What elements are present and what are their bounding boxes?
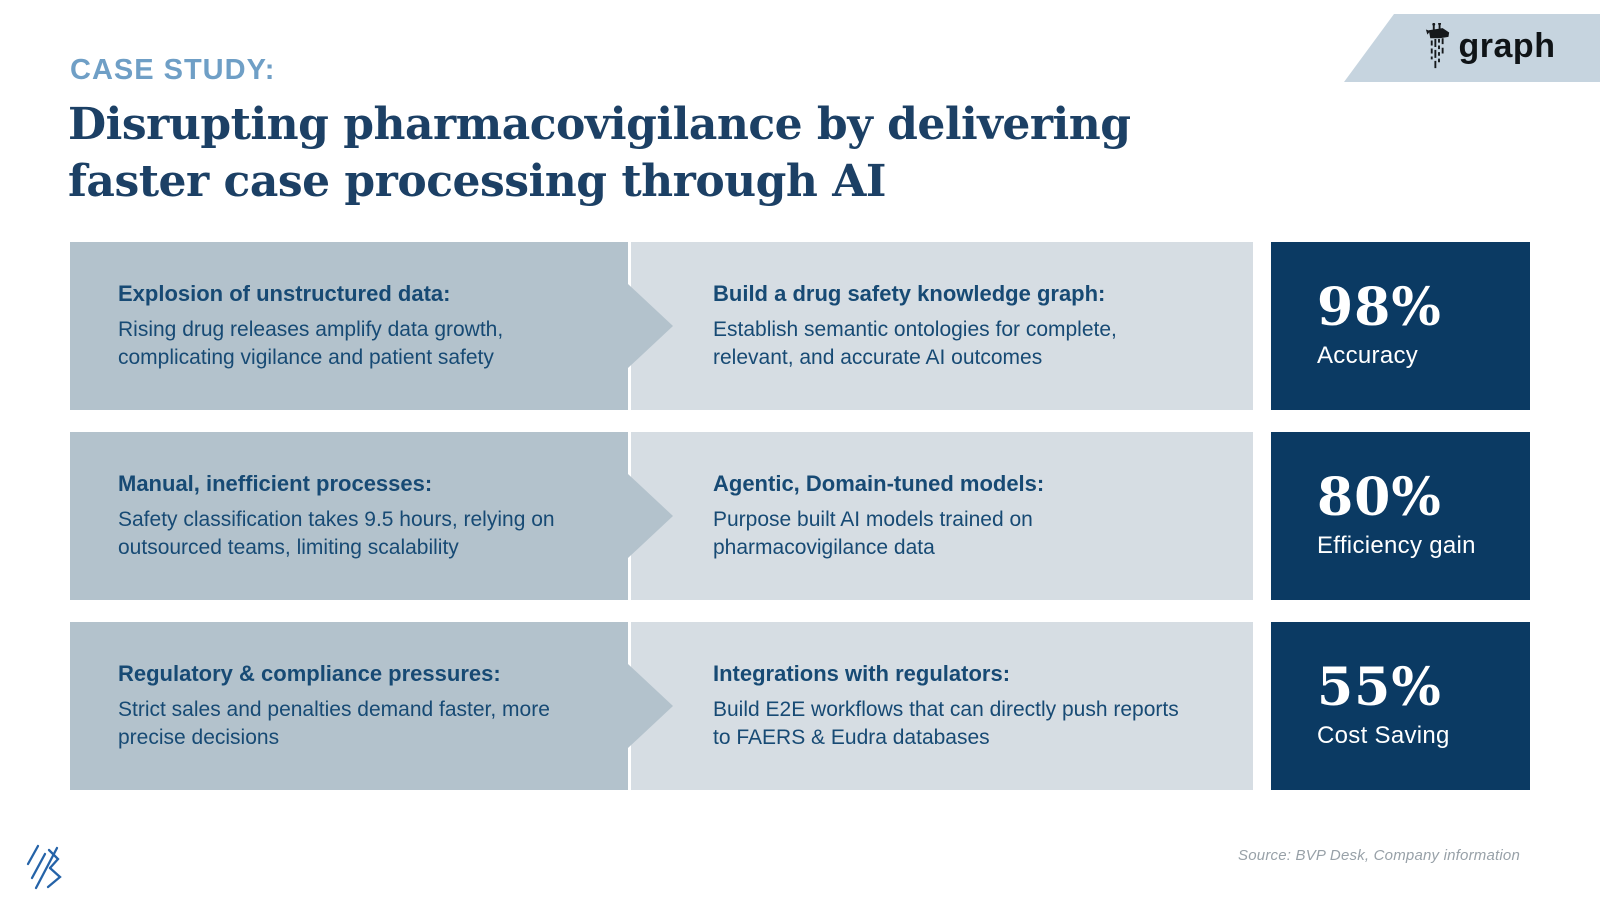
stat-value: 98% (1317, 277, 1442, 338)
row-regulatory-pressures: Regulatory & compliance pressures: Stric… (70, 622, 1530, 790)
giraffe-icon (1423, 21, 1455, 76)
stat-label: Cost Saving (1317, 722, 1450, 749)
stat-label: Efficiency gain (1317, 532, 1476, 559)
stat-box-efficiency: 80% Efficiency gain (1271, 432, 1530, 600)
stat-value: 55% (1317, 657, 1442, 718)
problem-body: Safety classification takes 9.5 hours, r… (118, 507, 555, 559)
page-title-line-2: faster case processing through AI (68, 156, 886, 207)
problem-box-1: Explosion of unstructured data: Rising d… (70, 242, 628, 410)
solution-body: Build E2E workflows that can directly pu… (713, 697, 1179, 749)
brand-name-text: graph (1458, 26, 1556, 65)
solution-title: Integrations with regulators: (713, 660, 1011, 686)
problem-body: Strict sales and penalties demand faster… (118, 697, 550, 749)
problem-title: Regulatory & compliance pressures: (118, 660, 501, 686)
brand-ribbon: graph (1344, 14, 1600, 82)
brand-logo: graph (1423, 21, 1556, 76)
solution-box-2: Agentic, Domain-tuned models: Purpose bu… (631, 432, 1253, 600)
stat-box-cost-saving: 55% Cost Saving (1271, 622, 1530, 790)
solution-body: Establish semantic ontologies for comple… (713, 317, 1117, 369)
solution-box-3: Integrations with regulators: Build E2E … (631, 622, 1253, 790)
content-grid: Explosion of unstructured data: Rising d… (70, 242, 1530, 812)
bvp-logo-icon (24, 840, 70, 895)
stat-box-accuracy: 98% Accuracy (1271, 242, 1530, 410)
solution-box-1: Build a drug safety knowledge graph: Est… (631, 242, 1253, 410)
problem-title: Explosion of unstructured data: (118, 280, 451, 306)
problem-box-2: Manual, inefficient processes: Safety cl… (70, 432, 628, 600)
stat-label: Accuracy (1317, 342, 1419, 369)
stat-value: 80% (1317, 467, 1442, 528)
eyebrow-label: CASE STUDY: (70, 54, 276, 86)
problem-box-3: Regulatory & compliance pressures: Stric… (70, 622, 628, 790)
source-attribution: Source: BVP Desk, Company information (1238, 847, 1520, 864)
row-manual-processes: Manual, inefficient processes: Safety cl… (70, 432, 1530, 600)
page-title: Disrupting pharmacovigilance by deliveri… (68, 96, 1131, 210)
problem-title: Manual, inefficient processes: (118, 470, 433, 496)
solution-title: Build a drug safety knowledge graph: (713, 280, 1106, 306)
solution-body: Purpose built AI models trained on pharm… (713, 507, 1033, 559)
row-unstructured-data: Explosion of unstructured data: Rising d… (70, 242, 1530, 410)
page-title-line-1: Disrupting pharmacovigilance by deliveri… (68, 99, 1131, 150)
problem-body: Rising drug releases amplify data growth… (118, 317, 504, 369)
solution-title: Agentic, Domain-tuned models: (713, 470, 1045, 496)
